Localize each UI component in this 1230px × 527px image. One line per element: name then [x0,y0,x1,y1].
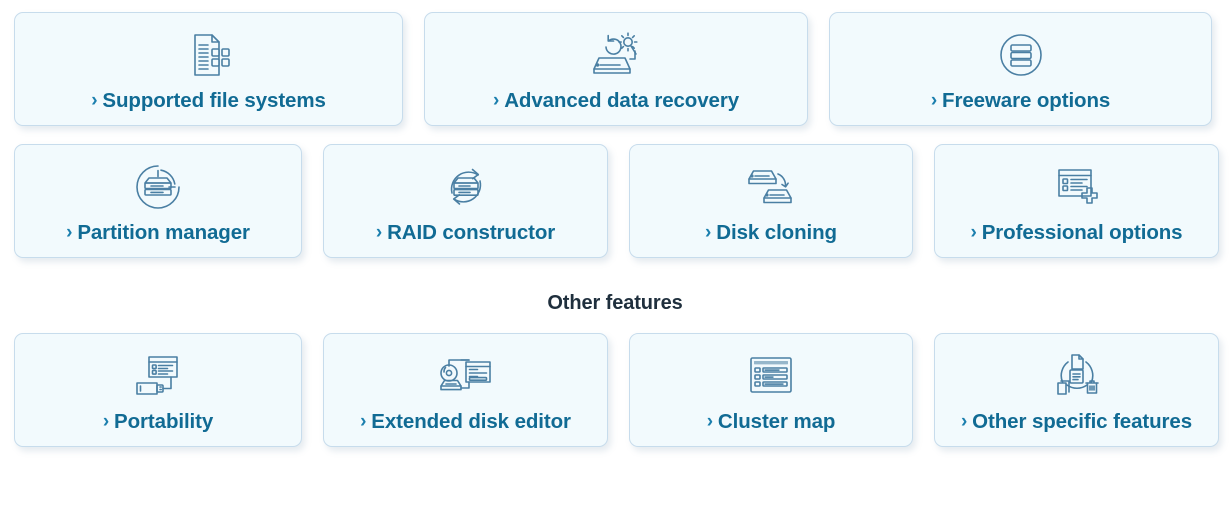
feature-label-text: Portability [114,410,214,433]
feature-card-label: › Disk cloning [705,221,837,245]
feature-label-text: Advanced data recovery [504,89,740,112]
feature-card-raid-constructor[interactable]: › RAID constructor [323,144,608,258]
feature-card-professional-options[interactable]: › Professional options [934,144,1219,258]
feature-card-partition-manager[interactable]: › Partition manager [14,144,302,258]
chevron-right-icon: › [706,410,713,432]
chevron-right-icon: › [66,221,73,243]
feature-card-advanced-data-recovery[interactable]: › Advanced data recovery [424,12,808,126]
feature-label-text: Disk cloning [716,221,837,244]
disk-circle-icon [995,27,1047,83]
feature-row-secondary: › Partition manager › RAID cons [0,144,1230,258]
chevron-right-icon: › [360,410,367,432]
feature-row-primary: › Supported file systems [0,12,1230,126]
feature-card-label: › Cluster map [707,410,836,434]
feature-label-text: Professional options [981,221,1183,244]
chevron-right-icon: › [970,221,977,243]
feature-card-label: › Other specific features [961,410,1192,434]
chevron-right-icon: › [102,410,110,432]
section-heading-other-features: Other features [547,292,683,314]
feature-card-label: › RAID constructor [376,221,555,245]
feature-label-text: Other specific features [972,410,1193,433]
feature-card-freeware-options[interactable]: › Freeware options [829,12,1212,126]
feature-card-label: › Extended disk editor [360,410,571,434]
cluster-table-icon [745,348,797,404]
feature-label-text: Partition manager [77,221,250,244]
feature-card-label: › Freeware options [931,89,1110,113]
feature-label-text: Extended disk editor [371,410,571,433]
disk-refresh-gear-icon [586,27,646,83]
feature-label-text: RAID constructor [387,221,556,244]
feature-card-label: › Advanced data recovery [493,89,739,113]
feature-label-text: Supported file systems [102,89,326,112]
file-recycle-cycle-icon [1050,348,1104,404]
feature-label-text: Freeware options [942,89,1111,112]
disc-disk-window-icon [437,348,495,404]
chevron-right-icon: › [91,89,98,111]
chevron-right-icon: › [930,89,938,111]
feature-card-label: › Partition manager [66,221,250,245]
feature-card-other-specific-features[interactable]: › Other specific features [934,333,1219,447]
feature-label-text: Cluster map [717,410,836,433]
chevron-right-icon: › [705,221,712,243]
feature-row-other: › Portability [0,333,1230,447]
list-plus-icon [1051,159,1103,215]
two-disks-arrow-icon [743,159,799,215]
feature-card-cluster-map[interactable]: › Cluster map [629,333,913,447]
document-grid-icon [183,27,235,83]
chevron-right-icon: › [492,89,500,111]
feature-card-label: › Professional options [971,221,1183,245]
feature-card-label: › Portability [103,410,213,434]
feature-card-label: › Supported file systems [91,89,326,113]
feature-card-supported-file-systems[interactable]: › Supported file systems [14,12,403,126]
usb-window-icon [131,348,185,404]
features-page: › Supported file systems [0,12,1230,527]
chevron-right-icon: › [375,221,383,243]
disk-partition-circle-icon [131,159,185,215]
feature-card-disk-cloning[interactable]: › Disk cloning [629,144,913,258]
feature-card-extended-disk-editor[interactable]: › Extended disk editor [323,333,608,447]
feature-card-portability[interactable]: › Portability [14,333,302,447]
chevron-right-icon: › [960,410,968,432]
disk-sync-arrows-icon [439,159,493,215]
